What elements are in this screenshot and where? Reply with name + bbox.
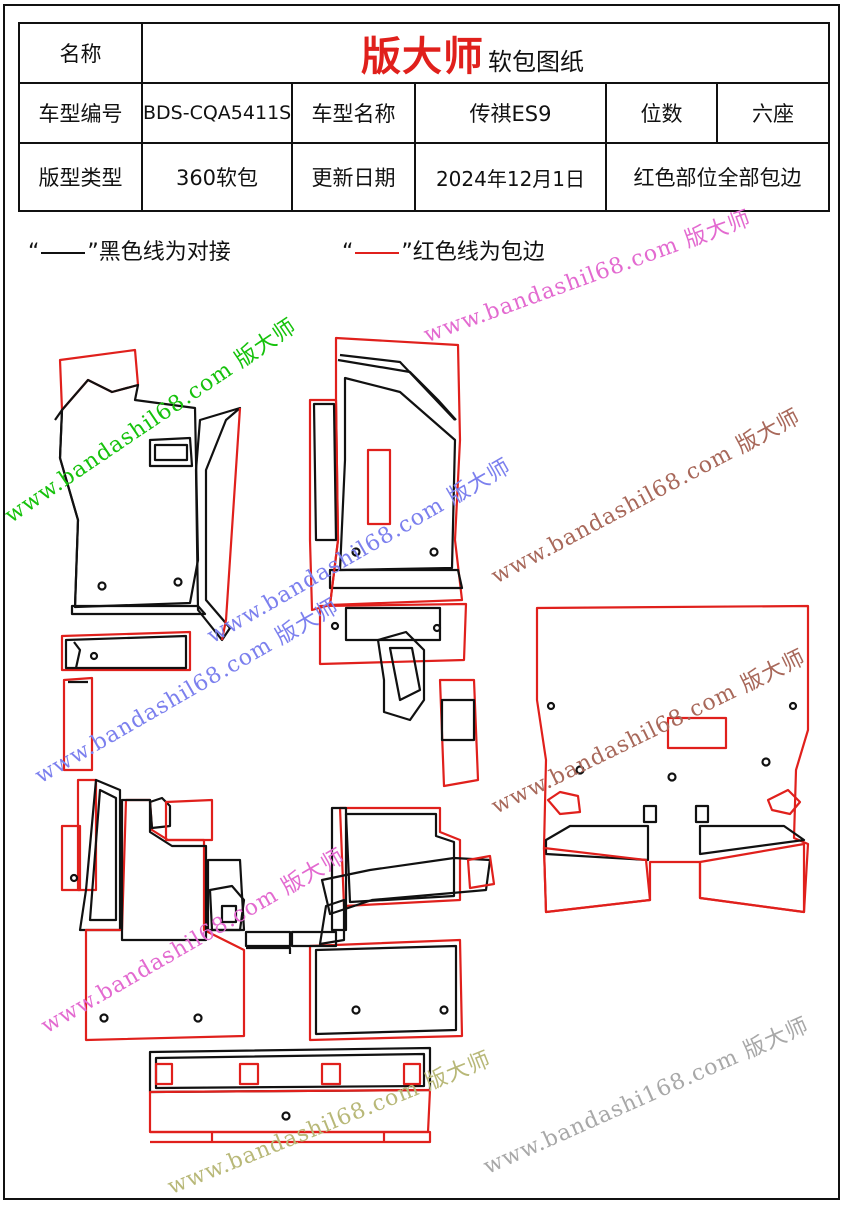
center-tunnel-piece: [244, 930, 338, 954]
name-label: 名称: [18, 22, 143, 84]
front-right-mat: [308, 336, 480, 788]
model-code: BDS-CQA5411S: [141, 82, 293, 144]
red-line-sample: [355, 252, 400, 254]
table-row: 车型编号 BDS-CQA5411S 车型名称 传祺ES9 位数 六座: [18, 82, 831, 144]
brand-name: 版大师: [361, 34, 484, 80]
spec-table: 名称 版大师软包图纸 车型编号 BDS-CQA5411S 车型名称 传祺ES9 …: [18, 22, 831, 212]
brand-subtitle: 软包图纸: [488, 48, 584, 76]
model-name: 传祺ES9: [414, 82, 607, 144]
pattern-type-label: 版型类型: [18, 142, 143, 212]
black-line-sample: [41, 252, 86, 254]
second-row-left-mat: [60, 778, 246, 1042]
second-row-right-mat: [308, 806, 496, 1042]
model-code-label: 车型编号: [18, 82, 143, 144]
legend-red: “”红色线为包边: [342, 240, 545, 265]
title-cell: 版大师软包图纸: [140, 22, 831, 84]
edge-note: 红色部位全部包边: [604, 142, 831, 212]
table-row: 版型类型 360软包 更新日期 2024年12月1日 红色部位全部包边: [18, 142, 831, 212]
legend-black: “”黑色线为对接: [28, 240, 231, 265]
model-name-label: 车型名称: [291, 82, 416, 144]
seats-value: 六座: [715, 82, 831, 144]
third-row-mat: [148, 1046, 432, 1144]
seats-label: 位数: [605, 82, 718, 144]
trunk-mat: [535, 604, 810, 914]
table-row: 名称 版大师软包图纸: [18, 22, 831, 84]
front-left-mat: [54, 348, 242, 772]
update-date: 2024年12月1日: [414, 142, 607, 212]
update-date-label: 更新日期: [291, 142, 416, 212]
pattern-type: 360软包: [141, 142, 293, 212]
